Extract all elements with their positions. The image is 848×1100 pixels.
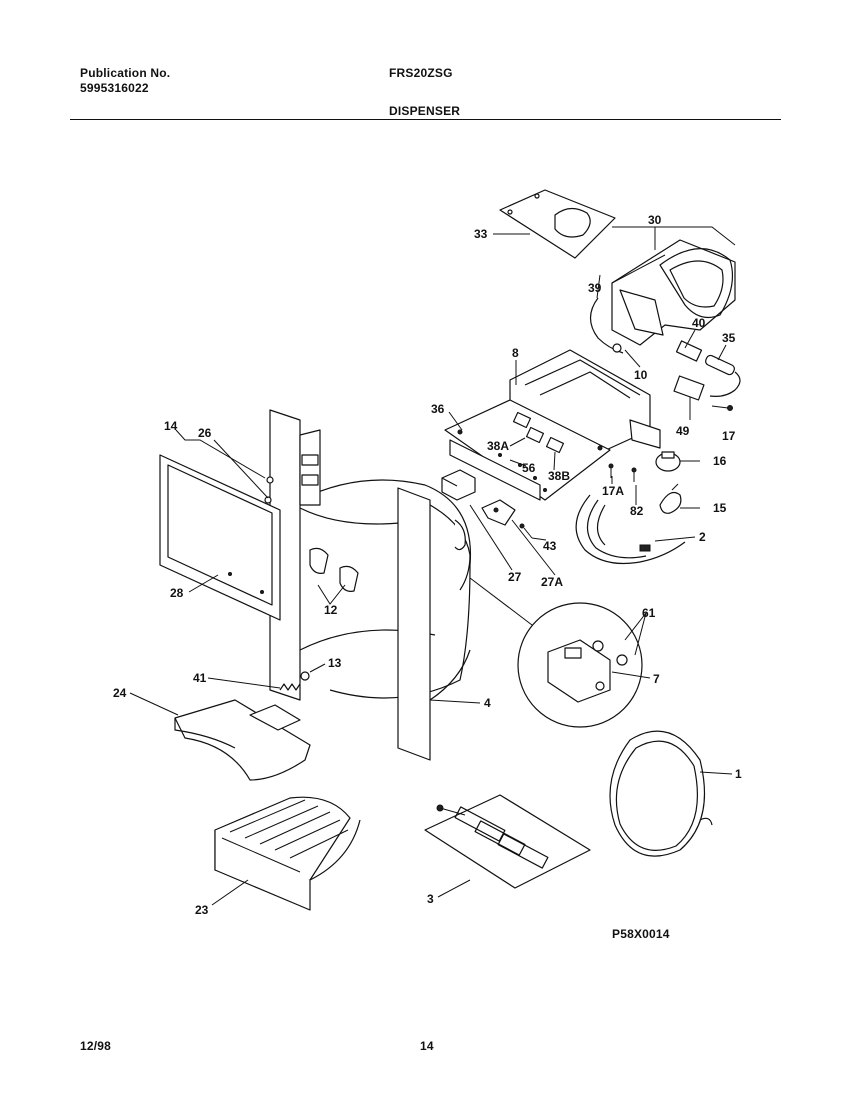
part-26-screws: [264, 476, 274, 504]
part-14-trim-frame: [159, 454, 281, 621]
callout-82: 82: [630, 504, 644, 518]
callout-61: 61: [642, 606, 656, 620]
diagram-code: P58X0014: [612, 927, 670, 941]
callout-16: 16: [713, 454, 727, 468]
part-27-lever: [441, 469, 476, 501]
callout-10: 10: [634, 368, 648, 382]
footer-date: 12/98: [80, 1039, 112, 1053]
callout-56: 56: [522, 461, 536, 475]
publication-number: 5995316022: [80, 81, 149, 95]
callout-17: 17: [722, 429, 736, 443]
callout-41: 41: [193, 671, 207, 685]
callout-36: 36: [431, 402, 445, 416]
part-7-switch-detail: [517, 602, 643, 728]
callout-27: 27: [508, 570, 522, 584]
part-36-face-plate: [444, 399, 611, 501]
callout-8: 8: [512, 346, 519, 360]
callout-3: 3: [427, 892, 434, 906]
callout-26: 26: [198, 426, 212, 440]
part-2-wire-harness: [575, 494, 686, 565]
callout-14: 14: [164, 419, 178, 433]
leader-lines: [129, 226, 736, 906]
callout-13: 13: [328, 656, 342, 670]
part-27A-actuator: [481, 499, 516, 526]
part-13-pin: [300, 671, 310, 681]
part-24-paddle: [174, 699, 311, 781]
part-1-gasket: [609, 730, 713, 857]
page-number: 14: [420, 1039, 434, 1053]
callout-27A: 27A: [541, 575, 563, 589]
callout-2: 2: [699, 530, 706, 544]
callout-17A: 17A: [602, 484, 624, 498]
callout-1: 1: [735, 767, 742, 781]
part-23-drip-tray: [214, 796, 361, 911]
callout-38A: 38A: [487, 439, 509, 453]
callout-49: 49: [676, 424, 690, 438]
callout-33: 33: [474, 227, 488, 241]
callout-38B: 38B: [548, 469, 570, 483]
callout-7: 7: [653, 672, 660, 686]
part-41-spring: [279, 683, 301, 691]
callout-4: 4: [484, 696, 491, 710]
callout-24: 24: [113, 686, 127, 700]
part-12-hinges: [309, 547, 359, 592]
callout-40: 40: [692, 316, 706, 330]
callout-15: 15: [713, 501, 727, 515]
model-number: FRS20ZSG: [389, 66, 453, 80]
section-title: DISPENSER: [389, 104, 461, 118]
callout-labels: 33 30 39 40 35 8 10 36 49 17 38A 16 56 3…: [113, 213, 742, 917]
publication-label: Publication No.: [80, 66, 171, 80]
part-4-cavity-shell: [269, 409, 472, 761]
part-39-wire: [589, 297, 624, 354]
part-40-35-49-lamp-assembly: [673, 340, 741, 411]
callout-43: 43: [543, 539, 557, 553]
callout-12: 12: [324, 603, 338, 617]
detail-leader: [469, 577, 533, 626]
callout-35: 35: [722, 331, 736, 345]
header-rule: [70, 119, 781, 120]
callout-39: 39: [588, 281, 602, 295]
part-43-screw: [519, 523, 533, 539]
part-17A-82-screws: [608, 463, 637, 482]
part-3-heater: [424, 794, 591, 889]
callout-23: 23: [195, 903, 209, 917]
part-30-housing: [611, 239, 736, 346]
part-16-socket: [655, 451, 681, 472]
callout-28: 28: [170, 586, 184, 600]
part-33-plate: [499, 189, 616, 259]
part-15-bulb: [659, 483, 682, 514]
callout-30: 30: [648, 213, 662, 227]
